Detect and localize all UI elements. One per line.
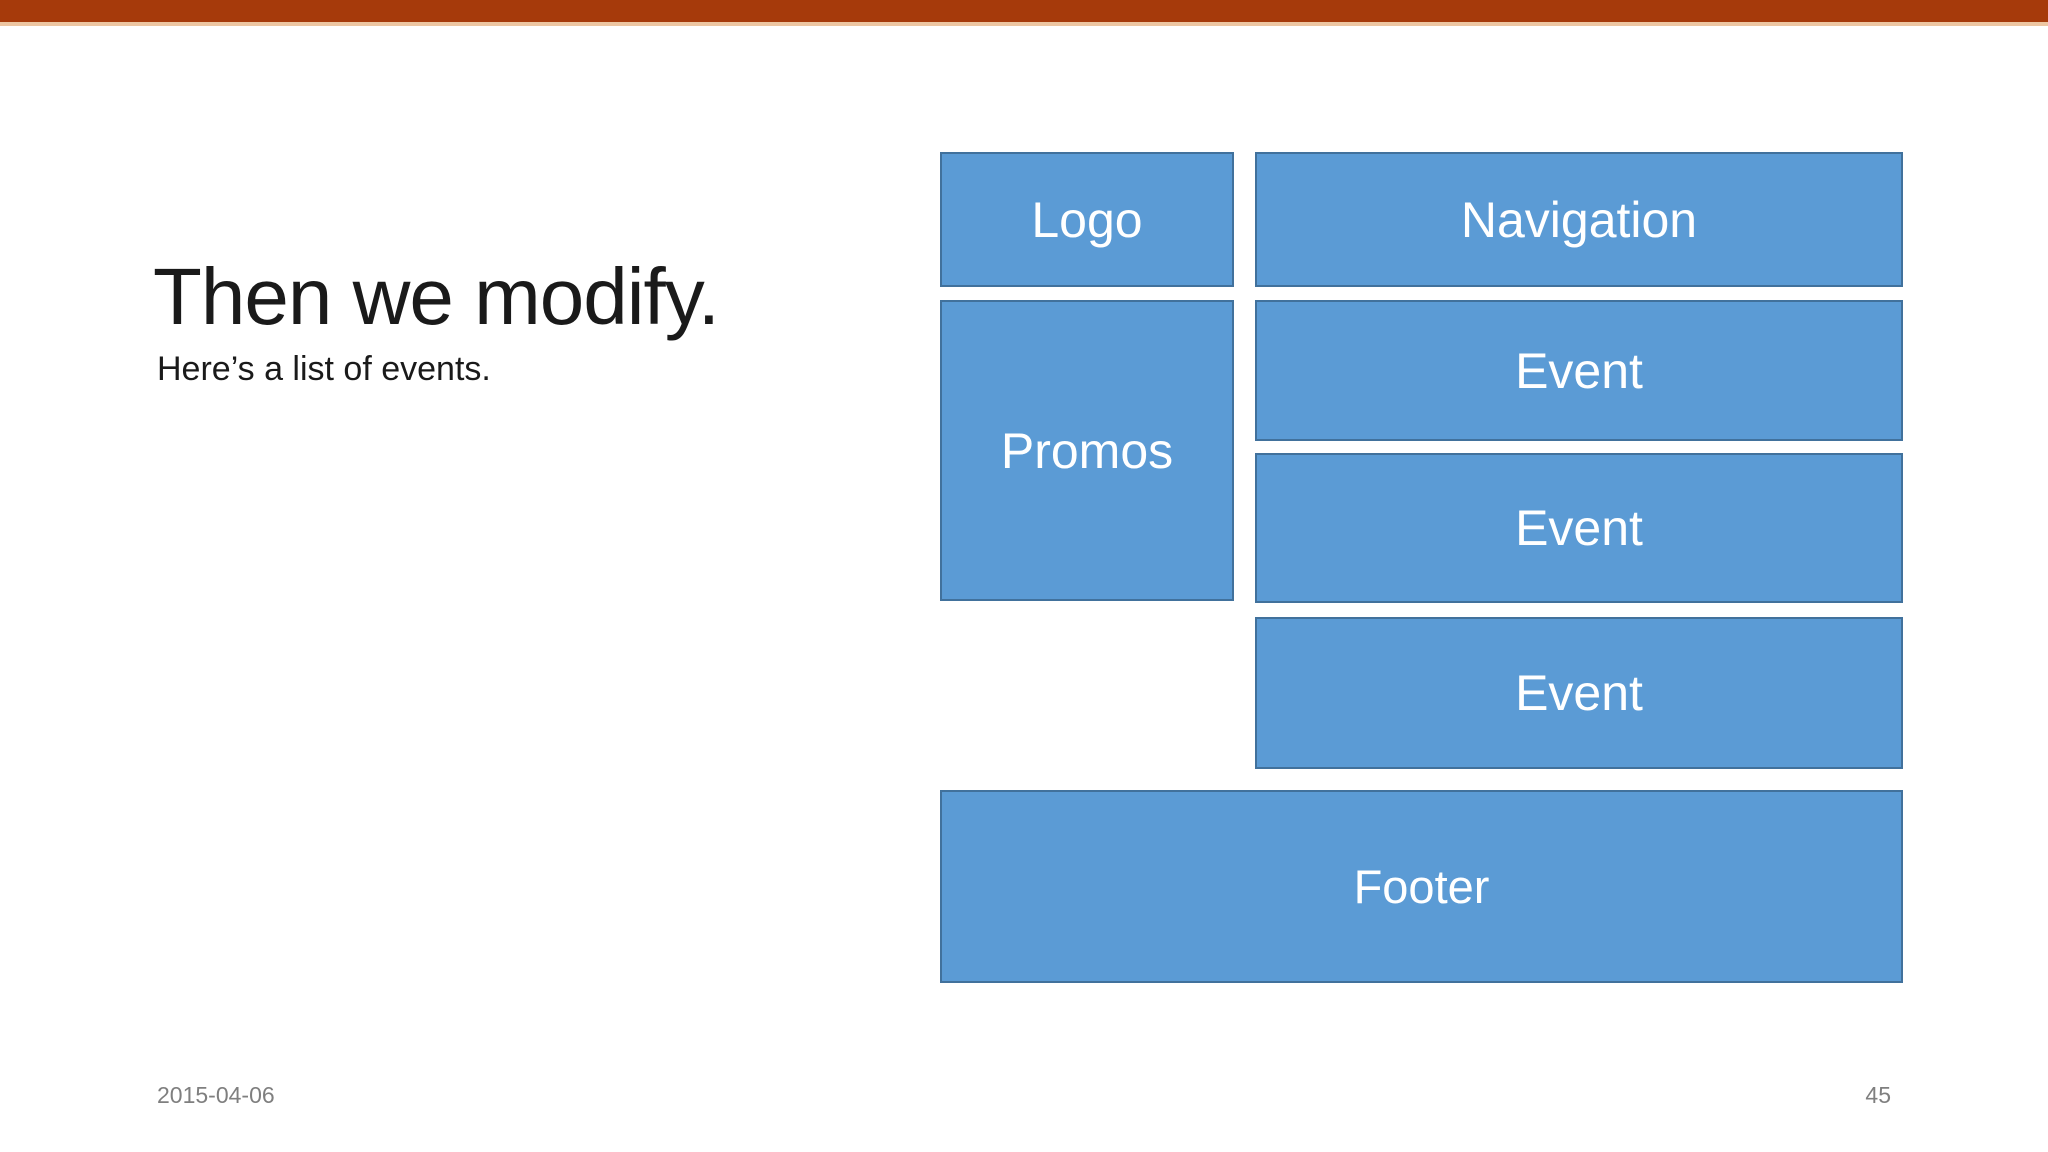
wireframe-box-label: Footer — [1353, 860, 1490, 913]
wireframe-box-label: Event — [1515, 342, 1643, 399]
wireframe-box-label: Promos — [1000, 422, 1174, 479]
wireframe-box-navigation: Navigation — [1255, 152, 1903, 287]
wireframe-box-label: Navigation — [1460, 191, 1698, 248]
slide-title: Then we modify. — [153, 252, 720, 341]
wireframe-box-logo: Logo — [940, 152, 1234, 287]
top-accent-bar — [0, 0, 2048, 22]
wireframe-box-label: Event — [1515, 665, 1643, 721]
wireframe-box-footer: Footer — [940, 790, 1903, 983]
wireframe-box-event-2: Event — [1255, 453, 1903, 603]
slide-date: 2015-04-06 — [157, 1082, 275, 1108]
wireframe-box-label: Logo — [1031, 191, 1143, 248]
wireframe-box-promos: Promos — [940, 300, 1234, 601]
top-accent-bar-underline — [0, 22, 2048, 26]
wireframe-box-label: Event — [1515, 500, 1643, 556]
slide-subtitle: Here’s a list of events. — [157, 350, 491, 388]
wireframe-box-event-1: Event — [1255, 300, 1903, 441]
slide-page-number: 45 — [1865, 1082, 1891, 1108]
wireframe-box-event-3: Event — [1255, 617, 1903, 769]
